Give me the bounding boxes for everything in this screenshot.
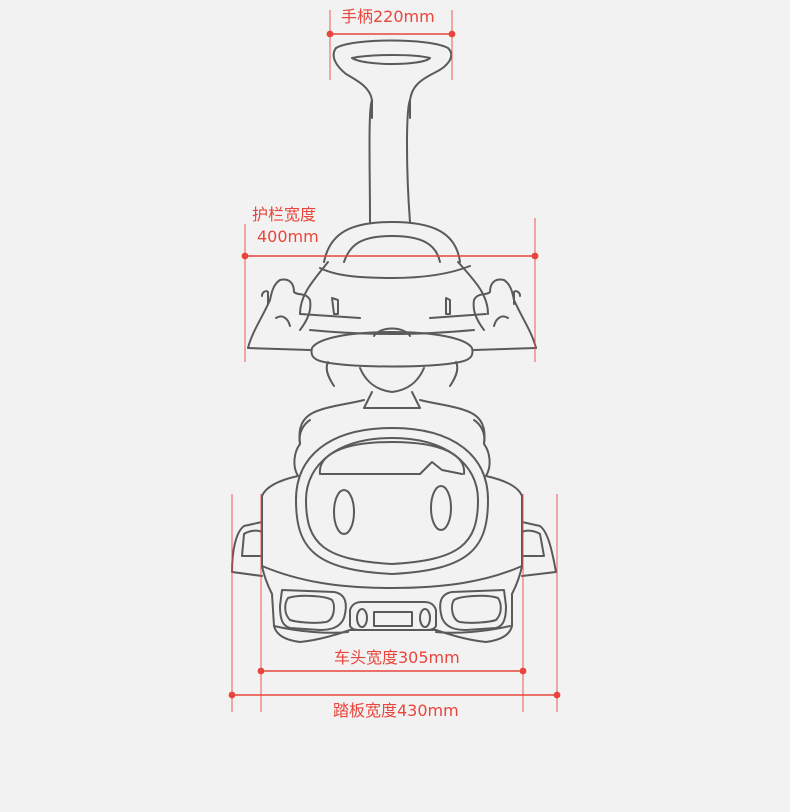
guardrail-dimension-value: 400mm xyxy=(257,227,319,246)
seat xyxy=(310,327,474,411)
guardrail-dimension-label: 护栏宽度 xyxy=(252,205,317,224)
dimension-lines xyxy=(228,10,561,712)
handle-dimension-label: 手柄220mm xyxy=(341,7,435,26)
car-body xyxy=(231,409,557,643)
pedal-dimension-label: 踏板宽度430mm xyxy=(333,701,459,720)
head-dimension-label: 车头宽度305mm xyxy=(334,648,460,667)
push-handle xyxy=(332,39,453,223)
guardrail xyxy=(247,221,537,351)
